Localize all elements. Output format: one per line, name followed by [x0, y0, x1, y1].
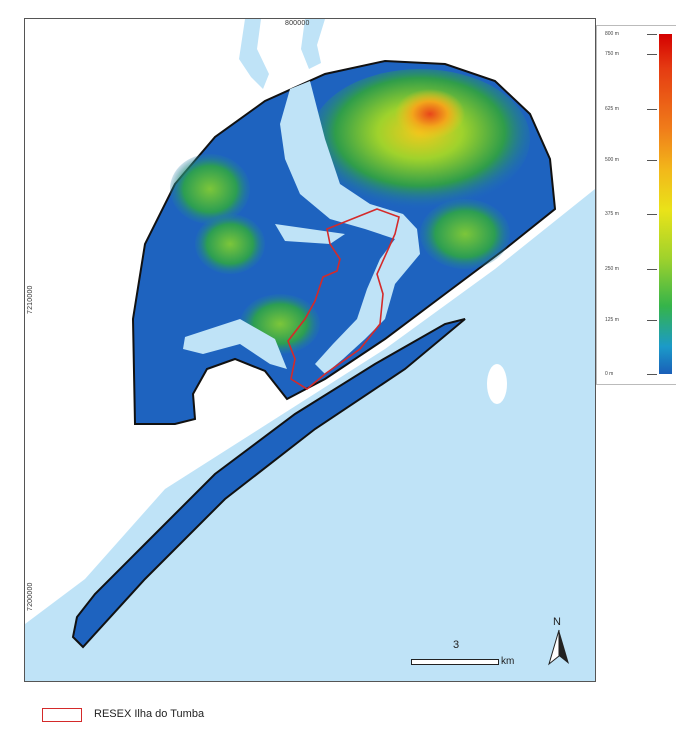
hill-west-2 — [195, 214, 265, 274]
elevation-tick-label: 125 m — [605, 316, 619, 323]
elevation-tick — [647, 319, 657, 321]
reserve-legend: RESEX Ilha do Tumba — [42, 706, 442, 726]
hill-east — [420, 199, 510, 269]
map-canvas — [25, 19, 595, 681]
elevation-tick — [647, 268, 657, 270]
elevation-tick — [647, 34, 657, 35]
coord-label-left-upper: 7210000 — [27, 285, 34, 314]
river-channel — [239, 19, 269, 89]
elevation-tick-label: 500 m — [605, 156, 619, 163]
elevation-tick — [647, 108, 657, 110]
north-arrow: N — [545, 616, 575, 666]
elevation-tick — [647, 374, 657, 375]
estuary-channel — [183, 319, 287, 369]
elevation-tick-label: 250 m — [605, 265, 619, 272]
barrier-island — [71, 318, 466, 649]
elevation-tick — [647, 54, 657, 56]
coord-label-top: 800000 — [285, 20, 310, 27]
elevation-tick-label: 800 m — [605, 31, 619, 37]
hill-west — [170, 154, 250, 224]
river-channel — [301, 19, 325, 69]
elevation-tick-label: 375 m — [605, 211, 619, 218]
elevation-tick-label: 0 m — [605, 371, 614, 377]
elevation-legend: 800 m 750 m 625 m 500 m 375 m 250 m 125 m 0 m — [596, 25, 676, 385]
coord-label-left-lower: 7200000 — [27, 582, 34, 611]
mountain-range — [310, 69, 530, 209]
elevation-tick — [647, 159, 657, 161]
elevation-tick-label: 750 m — [605, 51, 619, 58]
north-arrow-icon — [548, 629, 569, 666]
north-letter: N — [553, 616, 561, 628]
scale-unit: km — [501, 656, 515, 667]
scale-bar: 3 km — [411, 639, 541, 669]
reserve-swatch — [42, 708, 82, 722]
elevation-tick-label: 625 m — [605, 105, 619, 112]
resex-boundary — [287, 208, 400, 390]
reserve-label: RESEX Ilha do Tumba — [94, 708, 205, 720]
scale-value: 3 — [453, 639, 460, 651]
estuary-channel — [275, 224, 345, 244]
map-frame: 800000 7210000 7200000 3 km N — [24, 18, 596, 682]
sea-islet — [487, 364, 507, 404]
scale-line — [411, 659, 499, 665]
elevation-color-ramp — [659, 34, 672, 374]
estuary-channel — [280, 81, 420, 374]
elevation-tick — [647, 214, 657, 216]
sea-area — [25, 189, 595, 681]
mountain-peak — [395, 89, 465, 139]
